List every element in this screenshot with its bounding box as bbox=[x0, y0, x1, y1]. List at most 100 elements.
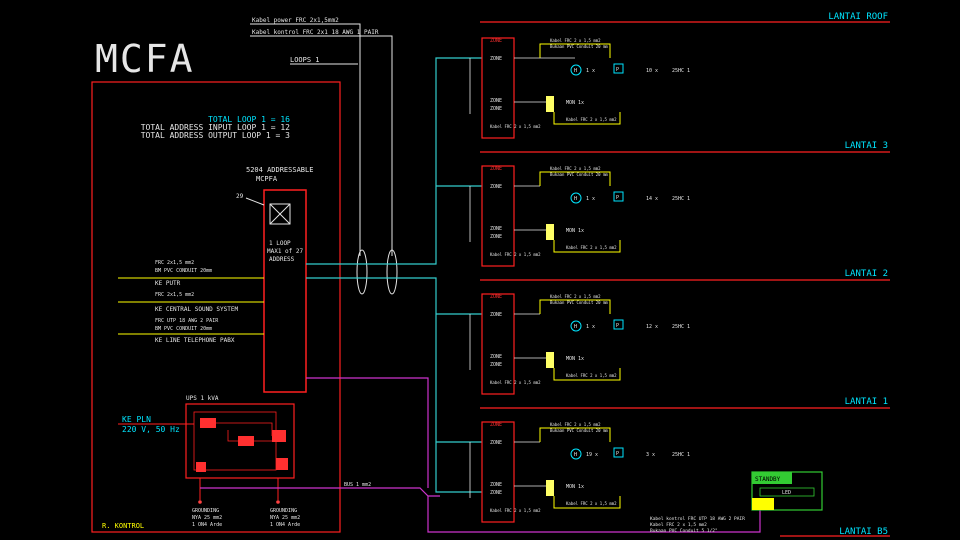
zone-unit-1: ZONE bbox=[490, 56, 502, 62]
panel-heading-1: 5204 ADDRESSABLE bbox=[246, 166, 313, 174]
connection-3-spec: FRC UTP 18 AWG 2 PAIR bbox=[155, 318, 219, 324]
zone-unit-2: ZONE bbox=[490, 98, 502, 104]
floor-label-3: LANTAI 3 bbox=[845, 141, 888, 151]
magenta-bus bbox=[200, 487, 440, 497]
connection-1-spec2: BM PVC CONDUIT 20mm bbox=[155, 268, 212, 274]
zone-unit-3: ZONE bbox=[490, 234, 502, 240]
panel-text-3: ADDRESS bbox=[269, 256, 295, 263]
zone-unit-1: ZONE bbox=[490, 312, 502, 318]
svg-text:P: P bbox=[616, 195, 619, 201]
heat-count: 1 x bbox=[586, 324, 595, 330]
led-label: LED bbox=[782, 490, 791, 496]
smoke-count: 12 x bbox=[646, 324, 658, 330]
panel-tag: 29 bbox=[236, 193, 244, 200]
cyan-trunk-2 bbox=[306, 277, 482, 493]
floor-label-1: LANTAI 1 bbox=[845, 397, 888, 407]
zone-cable-note: Kabel FRC 2 x 1,5 mm2 bbox=[490, 124, 541, 129]
bell-icon bbox=[613, 191, 624, 202]
grounding-1-line3: 1 ON4 Arde bbox=[192, 522, 222, 528]
cable-bundle-2 bbox=[386, 249, 398, 295]
diagram-title: MCFA bbox=[95, 37, 195, 81]
zone-unit-3: ZONE bbox=[490, 362, 502, 368]
bell-icon bbox=[613, 319, 624, 330]
grounding-2-line1: GROUNDING bbox=[270, 508, 297, 514]
smoke-type: 25HC 1 bbox=[672, 68, 690, 74]
zone-unit-3: ZONE bbox=[490, 490, 502, 496]
floor-label-2: LANTAI 2 bbox=[845, 269, 888, 279]
floor-label-roof: LANTAI ROOF bbox=[828, 12, 888, 22]
power-cable-label: Kabel power FRC 2x1,5mm2 bbox=[252, 17, 339, 24]
svg-text:P: P bbox=[616, 323, 619, 329]
mon-cable-note: Kabel FRC 2 x 1,5 mm2 bbox=[566, 245, 617, 250]
svg-text:H: H bbox=[574, 196, 577, 202]
led-title-bar bbox=[752, 472, 792, 484]
feed-cable-note-2: Bukaan PVC Conduit 20 mm bbox=[550, 300, 608, 305]
grounding-2-line2: NYA 25 mm2 bbox=[270, 515, 300, 521]
feed-cable-note-1: Kabel FRC 2 x 1,5 mm2 bbox=[550, 422, 601, 427]
feed-cable-note-2: Bukaan PVC Conduit 20 mm bbox=[550, 44, 608, 49]
led-indicator bbox=[752, 498, 774, 510]
room-label: R. KONTROL bbox=[102, 522, 144, 530]
connection-2-target: KE CENTRAL SOUND SYSTEM bbox=[155, 306, 238, 313]
ups-title: UPS 1 kVA bbox=[186, 395, 219, 402]
zone-unit-1: ZONE bbox=[490, 184, 502, 190]
bell-icon bbox=[613, 447, 624, 458]
connection-2-spec: FRC 2x1,5 mm2 bbox=[155, 292, 194, 298]
feed-cable-note-1: Kabel FRC 2 x 1,5 mm2 bbox=[550, 294, 601, 299]
connection-3-target: KE LINE TELEPHONE PABX bbox=[155, 337, 235, 344]
heat-detector-icon bbox=[570, 64, 582, 76]
bottom-note-3: Bukaan PVC Conduit 5 1/2" bbox=[650, 528, 718, 534]
grounding-1-line2: NYA 25 mm2 bbox=[192, 515, 222, 521]
grounding-1-line1: GROUNDING bbox=[192, 508, 219, 514]
zone-box-label: ZONE bbox=[490, 166, 502, 172]
smoke-count: 10 x bbox=[646, 68, 658, 74]
loop-label: LOOPS 1 bbox=[290, 56, 320, 64]
battery-icon bbox=[272, 430, 286, 442]
smoke-count: 3 x bbox=[646, 452, 655, 458]
mon-module-label: MON 1x bbox=[566, 356, 584, 362]
cable-bundle-1 bbox=[356, 249, 368, 295]
panel-heading-2: MCPFA bbox=[256, 175, 278, 183]
svg-text:H: H bbox=[574, 452, 577, 458]
smoke-count: 14 x bbox=[646, 196, 658, 202]
zone-unit-1: ZONE bbox=[490, 440, 502, 446]
zone-box bbox=[481, 37, 515, 139]
mon-module-icon bbox=[546, 96, 554, 112]
feed-cable-note-1: Kabel FRC 2 x 1,5 mm2 bbox=[550, 38, 601, 43]
feed-cable-note-1: Kabel FRC 2 x 1,5 mm2 bbox=[550, 166, 601, 171]
bus-label: BUS 1 mm2 bbox=[344, 482, 371, 488]
cyan-trunk-1 bbox=[306, 57, 482, 265]
mon-module-label: MON 1x bbox=[566, 228, 584, 234]
ups-box bbox=[185, 403, 295, 479]
zone-box bbox=[481, 421, 515, 523]
zone-box bbox=[481, 293, 515, 395]
zone-cable-note: Kabel FRC 2 x 1,5 mm2 bbox=[490, 508, 541, 513]
floor-label-b5: LANTAI B5 bbox=[839, 527, 888, 537]
heat-count: 1 x bbox=[586, 68, 595, 74]
bottom-note-2: Kabel FRC 2 x 1,5 mm2 bbox=[650, 522, 707, 528]
smoke-type: 25HC 1 bbox=[672, 196, 690, 202]
zone-box-label: ZONE bbox=[490, 422, 502, 428]
connection-1-spec: FRC 2x1,5 mm2 bbox=[155, 260, 194, 266]
heat-count: 1 x bbox=[586, 196, 595, 202]
mon-module-icon bbox=[546, 480, 554, 496]
fire-alarm-panel bbox=[263, 189, 307, 393]
panel-text-1: 1 LOOP bbox=[269, 240, 291, 247]
heat-count: 19 x bbox=[586, 452, 598, 458]
zone-cable-note: Kabel FRC 2 x 1,5 mm2 bbox=[490, 252, 541, 257]
zone-unit-2: ZONE bbox=[490, 482, 502, 488]
mon-cable-note: Kabel FRC 2 x 1,5 mm2 bbox=[566, 117, 617, 122]
connection-3-spec2: BM PVC CONDUIT 20mm bbox=[155, 326, 212, 332]
total-input-text: TOTAL ADDRESS INPUT LOOP 1 = 12 bbox=[141, 123, 290, 132]
bottom-note-1: Kabel kontrol FRC UTP 18 AWG 2 PAIR bbox=[650, 516, 745, 522]
control-cable-label: Kabel kontrol FRC 2x1 18 AWG 1 PAIR bbox=[252, 29, 379, 36]
feed-cable-note-2: Bukaan PVC Conduit 20 mm bbox=[550, 428, 608, 433]
floor-group-b5: ZONE ZONE ZONE ZONE Kabel FRC 2 x 1,5 mm… bbox=[481, 421, 690, 523]
mon-cable-note: Kabel FRC 2 x 1,5 mm2 bbox=[566, 501, 617, 506]
control-leader-line bbox=[250, 35, 393, 256]
pln-source-2: 220 V, 50 Hz bbox=[122, 425, 180, 434]
zone-box-label: ZONE bbox=[490, 38, 502, 44]
zone-cable-note: Kabel FRC 2 x 1,5 mm2 bbox=[490, 380, 541, 385]
floor-group-roof: ZONE ZONE ZONE ZONE Kabel FRC 2 x 1,5 mm… bbox=[481, 37, 690, 139]
